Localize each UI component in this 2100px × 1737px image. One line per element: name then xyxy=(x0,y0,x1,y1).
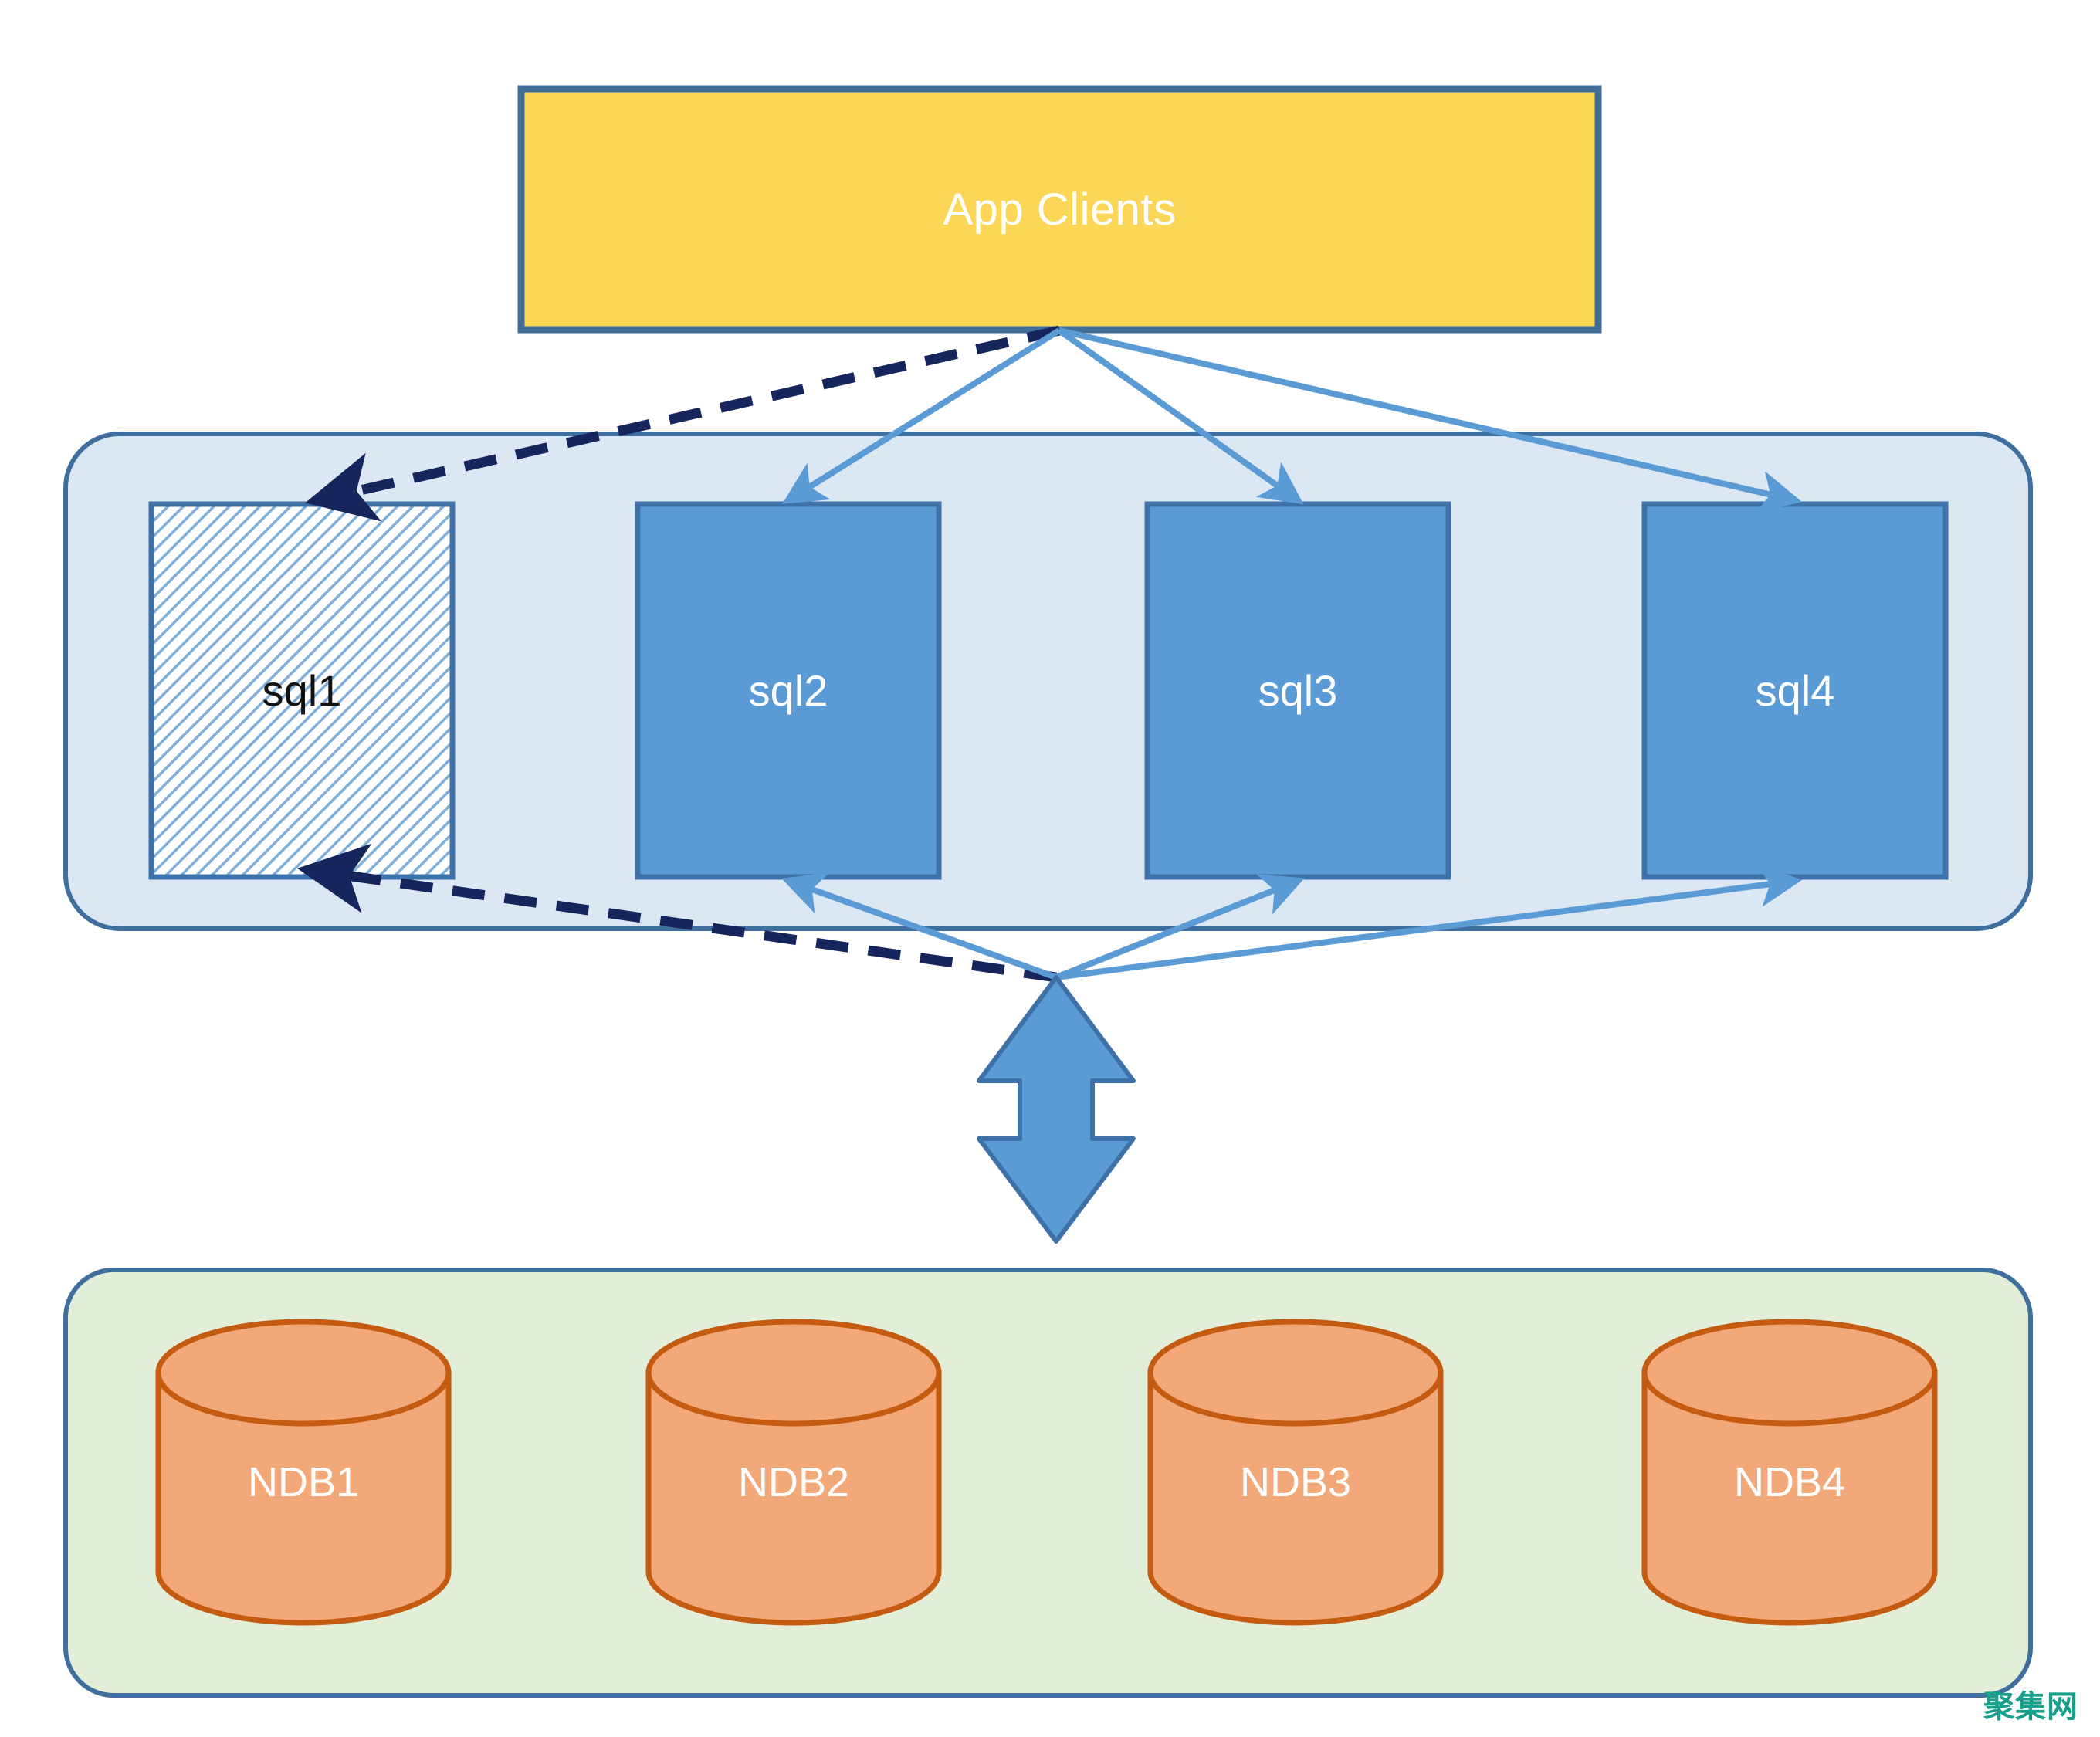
edge-hub-to-sql2 xyxy=(781,872,1058,980)
ndb4-cylinder[interactable] xyxy=(1641,1319,1938,1626)
ndb1-cylinder[interactable] xyxy=(155,1319,452,1626)
ndb-node-group-container xyxy=(63,1268,2033,1698)
edge-clients-to-sql4 xyxy=(1058,327,1803,513)
app-clients-box[interactable] xyxy=(517,85,1602,334)
edge-clients-to-sql1 xyxy=(305,325,1061,522)
sql3-box[interactable] xyxy=(1144,501,1451,880)
sql2-box[interactable] xyxy=(635,501,942,880)
edge-hub-to-sql4 xyxy=(1055,864,1803,980)
sql4-box[interactable] xyxy=(1641,501,1949,880)
edge-clients-to-sql2 xyxy=(782,327,1062,504)
edge-hub-to-sql3 xyxy=(1055,874,1305,980)
site-watermark: 聚集网 xyxy=(1983,1689,2078,1725)
sync-double-arrow xyxy=(977,975,1136,1244)
edge-clients-to-sql3 xyxy=(1057,327,1304,505)
sql1-box[interactable] xyxy=(148,501,456,880)
sql-node-group-container xyxy=(63,432,2033,931)
ndb3-cylinder[interactable] xyxy=(1147,1319,1444,1626)
ndb2-cylinder[interactable] xyxy=(645,1319,942,1626)
edge-hub-to-sql1 xyxy=(296,843,1057,983)
